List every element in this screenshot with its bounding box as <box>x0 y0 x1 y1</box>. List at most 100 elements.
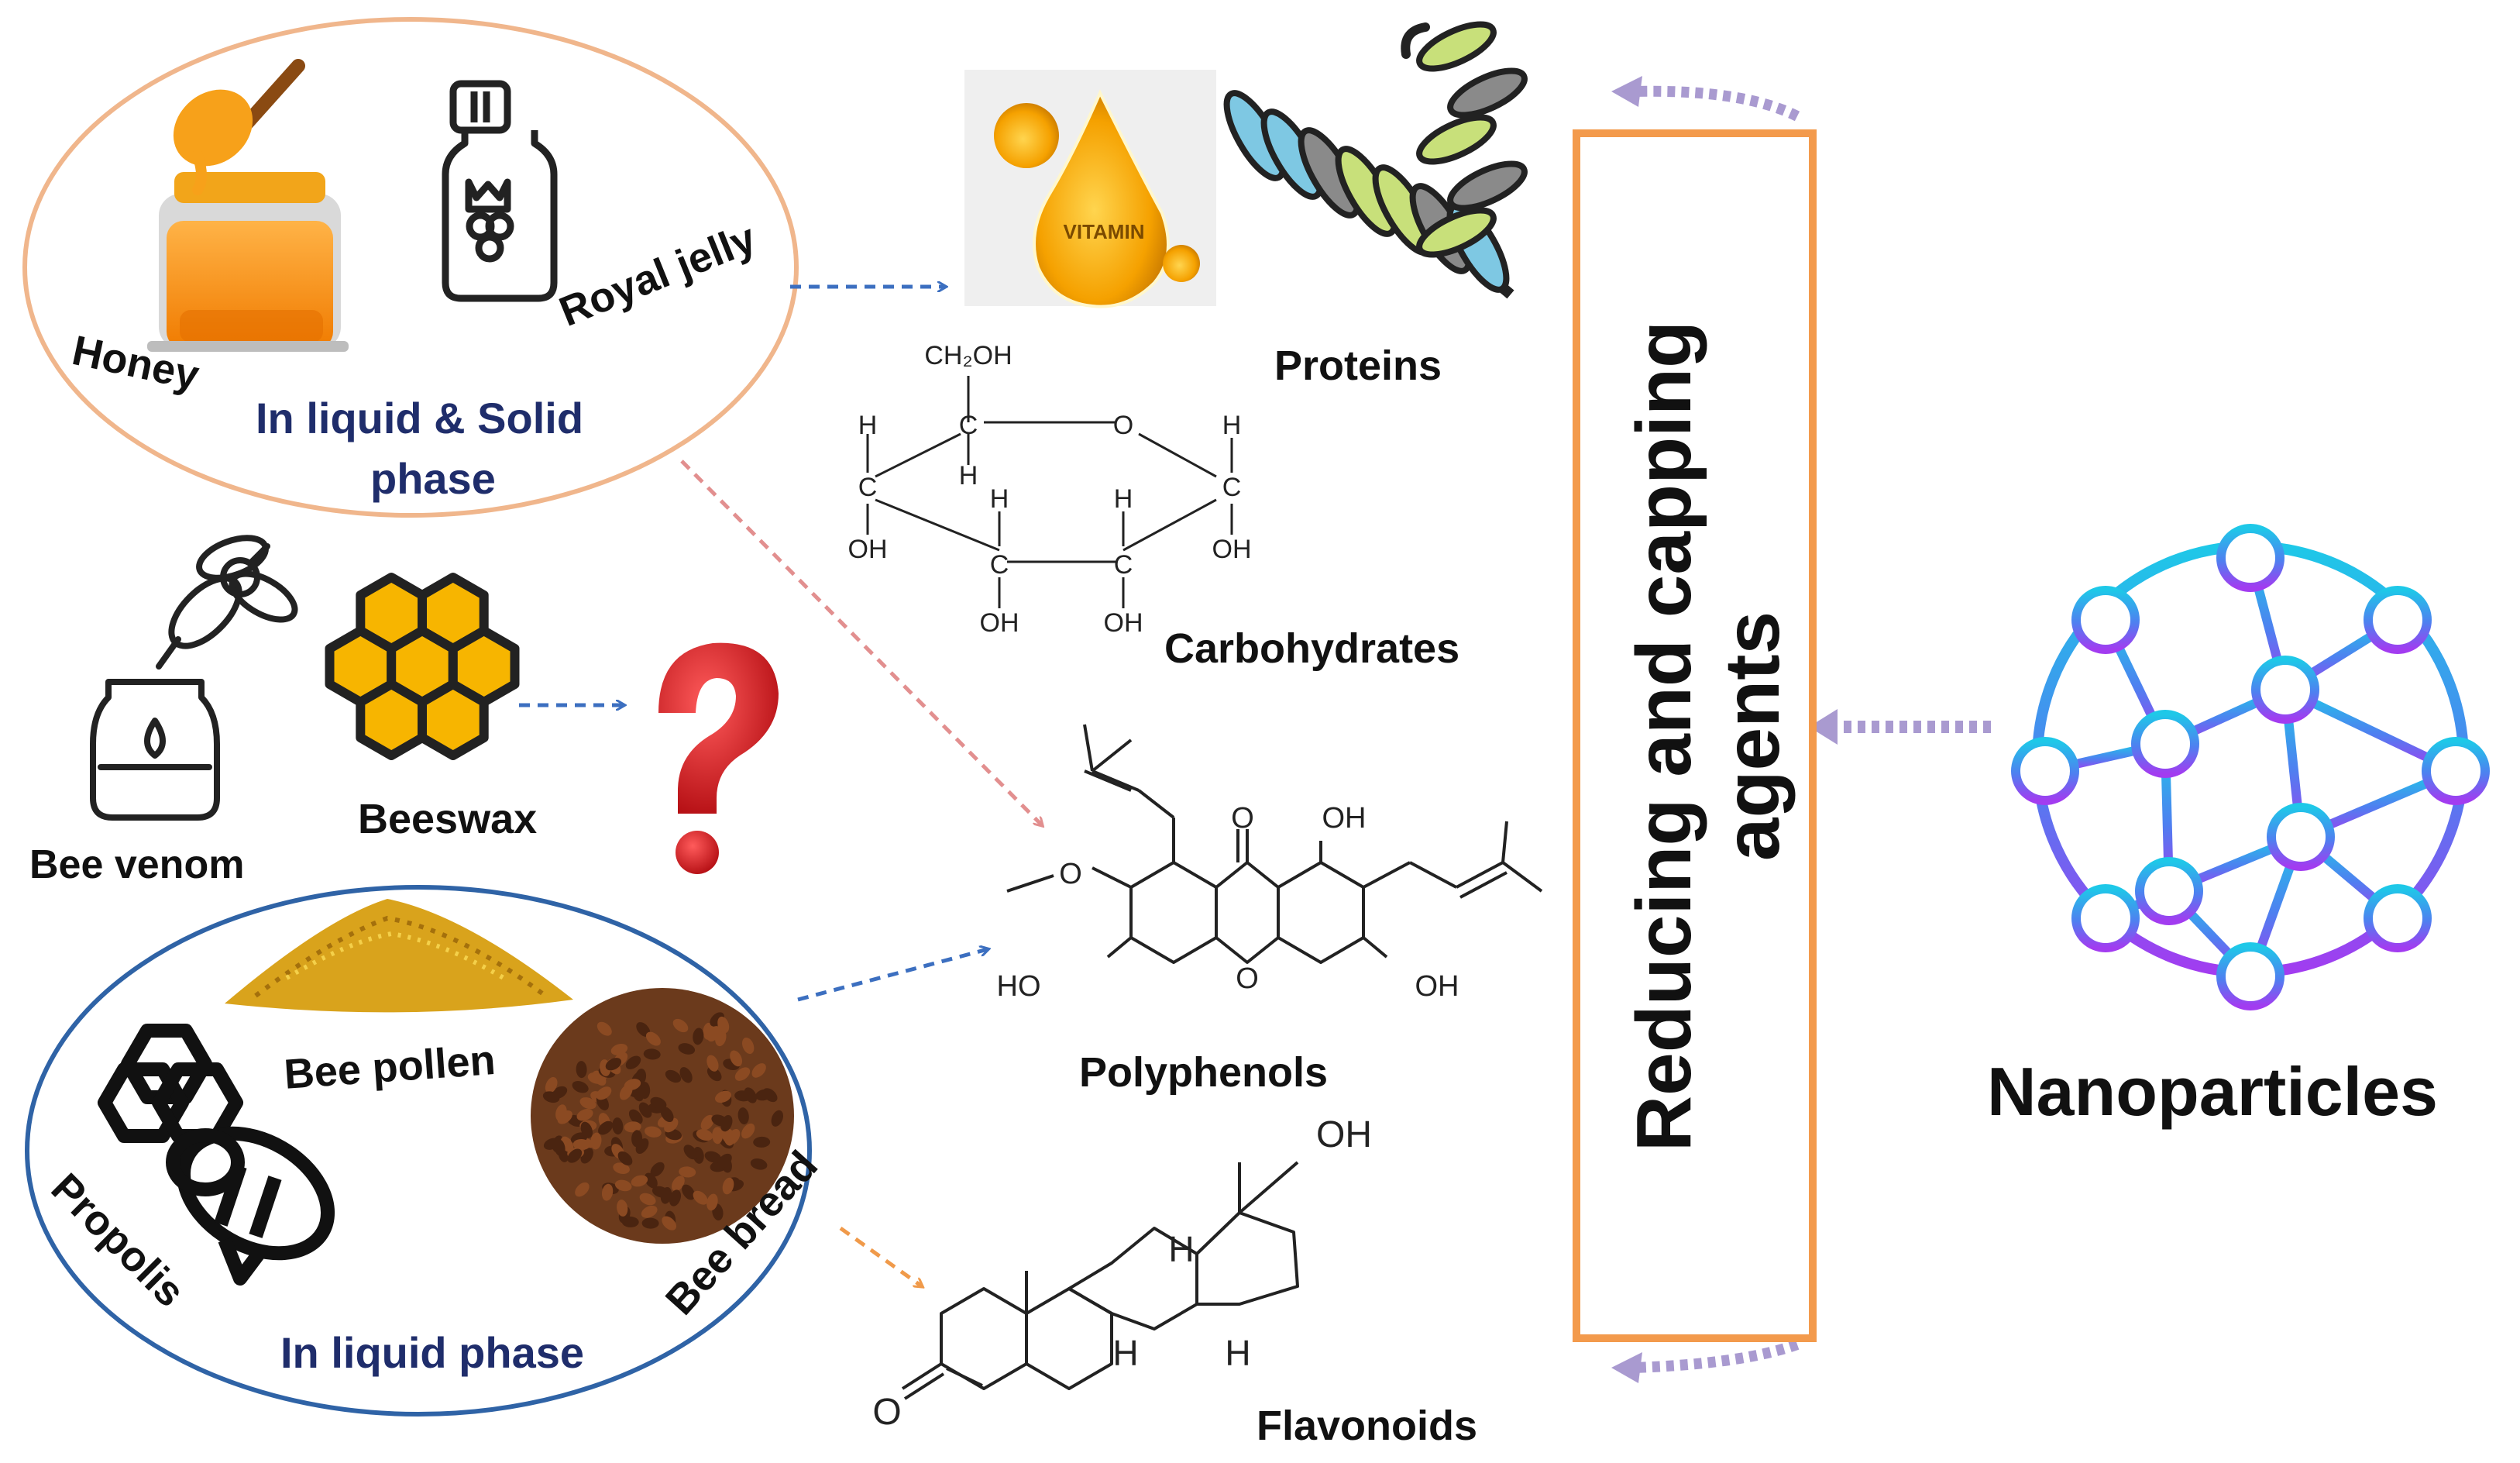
bee-bread-pellet <box>672 1018 689 1033</box>
arrow-agents-bottom-head <box>1611 1352 1642 1383</box>
helix-turn <box>1416 114 1497 165</box>
label-beeswax: Beeswax <box>358 796 538 842</box>
nano-node <box>2216 942 2285 1010</box>
bee-bread-pellet <box>741 1123 755 1139</box>
bee-bread-pellet <box>545 1076 558 1093</box>
bee-bread-pellet <box>651 1186 669 1198</box>
nano-node <box>2131 710 2199 778</box>
honeycomb-icon <box>325 573 520 760</box>
polyphenol-structure <box>1006 724 1543 964</box>
label-phase-liquid-solid-1: In liquid & Solid <box>256 394 584 442</box>
bee-bread-pellet <box>696 1129 713 1141</box>
arrow-nano-to-agents-head <box>1809 709 1838 745</box>
carb-c: C <box>1222 473 1242 502</box>
bee-bread-pellet <box>555 1104 567 1121</box>
bee-bread-pellet <box>693 1190 708 1205</box>
carb-c: C <box>858 473 878 502</box>
label-phase-liquid: In liquid phase <box>280 1328 585 1377</box>
agents-label-line1: Reducing and capping <box>1621 320 1707 1152</box>
bee-bread-pellet <box>717 1153 732 1169</box>
carb-h: H <box>959 461 978 491</box>
label-bee-venom: Bee venom <box>29 842 245 887</box>
carb-h: H <box>1114 484 1133 514</box>
bee-bread-pellet <box>750 1158 768 1170</box>
poly-o: O <box>1059 858 1082 890</box>
bee-bread-pellet <box>734 1067 751 1081</box>
arrow-to-polyphenols-pink <box>680 460 1042 825</box>
vitamin-drop-icon: VITAMIN <box>964 70 1216 308</box>
label-carbohydrates: Carbohydrates <box>1164 625 1460 672</box>
bee-bread-pellet <box>706 1193 718 1211</box>
bee-pollen-pile-icon <box>225 899 573 1013</box>
poly-o: O <box>1236 962 1259 995</box>
bee-bread-pellet <box>665 1069 682 1083</box>
arrow-agents-top-head <box>1611 76 1642 107</box>
flav-h: H <box>1168 1229 1194 1269</box>
bee-bread-pellet <box>693 1028 704 1045</box>
poly-ho: HO <box>997 970 1041 1003</box>
nano-node <box>2251 656 2319 724</box>
bee-bread-pellet <box>617 1200 628 1217</box>
bee-bread-pellet <box>683 1145 698 1160</box>
nano-node <box>2071 884 2140 952</box>
flav-h: H <box>1225 1333 1250 1373</box>
poly-o: O <box>1231 802 1254 835</box>
bee-bread-pellet <box>700 1114 714 1131</box>
poly-oh: OH <box>1415 970 1459 1003</box>
bee-bread-pellet <box>579 1097 596 1110</box>
arrow-to-polyphenols-blue <box>797 949 988 1002</box>
bee-bread-icon <box>531 988 794 1244</box>
bee-bread-pellet <box>682 1184 696 1200</box>
carb-h: H <box>858 411 878 440</box>
honey-jar-icon <box>147 59 349 352</box>
bee-bread-pellet <box>669 1189 682 1207</box>
poly-oh: OH <box>1322 802 1367 835</box>
bee-bread-pellet <box>575 1182 590 1197</box>
bee-bread-pellet <box>614 1179 632 1192</box>
bee-bread-pellet <box>730 1050 743 1067</box>
bee-bread-pellet <box>635 1138 649 1154</box>
bee-bread-pellet <box>639 1193 656 1206</box>
helix-turn <box>1416 21 1497 72</box>
bee-bread-pellet <box>624 1121 641 1133</box>
bee-bread-pellet <box>612 1117 624 1135</box>
flavonoid-structure <box>901 1161 1299 1400</box>
arrow-to-flavonoids <box>839 1226 922 1286</box>
bee-bread-pellet <box>596 1021 612 1036</box>
bee-bread-pellet <box>641 1217 659 1229</box>
flav-o: O <box>872 1392 901 1433</box>
bee-bread-pellet <box>628 1109 643 1124</box>
bee-bread-pellet <box>572 1138 590 1151</box>
carb-oh: OH <box>980 608 1019 638</box>
bee-bread-pellet <box>704 1151 721 1163</box>
bee-bread-pellet <box>712 1127 724 1145</box>
nano-node <box>2011 737 2079 805</box>
bee-bread-pellet <box>762 1088 778 1103</box>
bee-bread-pellet <box>714 1090 732 1103</box>
bee-bread-pellet <box>662 1216 677 1231</box>
nano-node <box>2267 803 2335 871</box>
bee-bread-pellet <box>771 1110 783 1127</box>
arrow-agents-top <box>1634 85 1800 122</box>
bee-bread-pellet <box>587 1072 605 1084</box>
bee-bread-pellet <box>722 1177 734 1195</box>
bee-bread-pellet <box>672 1176 685 1192</box>
label-polyphenols: Polyphenols <box>1079 1049 1329 1096</box>
bee-bread-pellet <box>742 1037 755 1055</box>
helix-turn <box>1447 67 1528 119</box>
bee-bread-pellet <box>650 1096 667 1110</box>
honeycomb-cell <box>356 680 427 760</box>
label-proteins: Proteins <box>1274 343 1442 389</box>
bee-bread-pellet <box>641 1205 658 1218</box>
bee-bread-pellet <box>643 1048 661 1060</box>
bee-bread-pellet <box>679 1067 693 1083</box>
nano-node <box>2216 524 2285 592</box>
carb-oh: OH <box>1212 535 1252 564</box>
carb-oh: OH <box>1104 608 1143 638</box>
bee-bread-pellet <box>542 1091 560 1103</box>
bee-bread-pellet <box>711 1114 728 1127</box>
